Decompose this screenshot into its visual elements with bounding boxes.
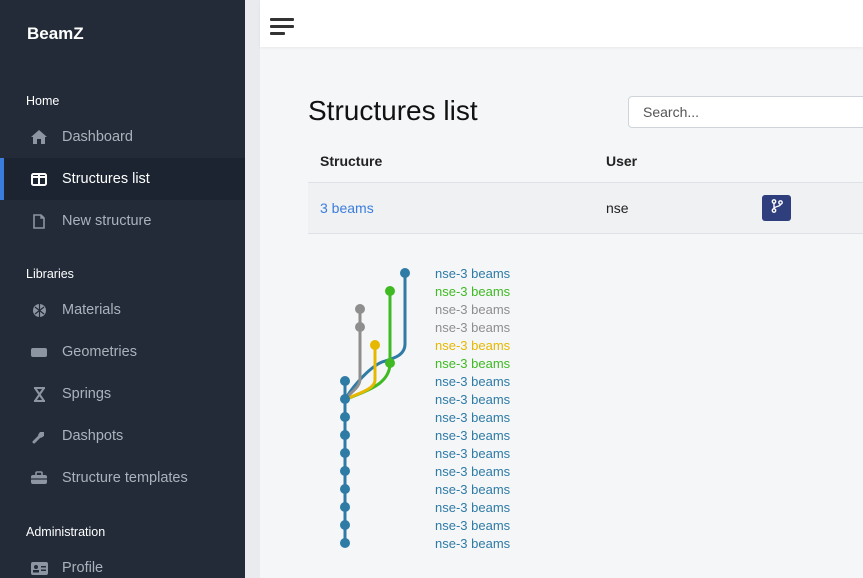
commit-dot[interactable]: [340, 502, 350, 512]
commit-label[interactable]: nse-3 beams: [435, 338, 511, 353]
sidebar: BeamZ Home Dashboard Structures list New…: [0, 0, 245, 578]
commit-label[interactable]: nse-3 beams: [435, 446, 511, 461]
sidebar-item-label: Profile: [62, 560, 104, 576]
commit-label[interactable]: nse-3 beams: [435, 320, 511, 335]
search-input[interactable]: [628, 96, 863, 128]
commit-label[interactable]: nse-3 beams: [435, 518, 511, 533]
sidebar-item-springs[interactable]: Springs: [0, 373, 245, 415]
column-header-user: User: [606, 153, 638, 169]
section-label-administration: Administration: [26, 525, 106, 539]
shape-icon: [28, 343, 50, 361]
commit-dot[interactable]: [385, 358, 395, 368]
user-cell: nse: [606, 200, 629, 216]
commit-dots: [340, 268, 410, 548]
atom-icon: [28, 301, 50, 319]
page-title: Structures list: [308, 95, 478, 126]
toolbox-icon: [28, 469, 50, 487]
sidebar-item-materials[interactable]: Materials: [0, 289, 245, 331]
wrench-icon: [28, 427, 50, 445]
sidebar-item-dashpots[interactable]: Dashpots: [0, 415, 245, 457]
commit-label[interactable]: nse-3 beams: [435, 482, 511, 497]
commit-label[interactable]: nse-3 beams: [435, 356, 511, 371]
table-divider: [308, 233, 863, 234]
structure-link[interactable]: 3 beams: [320, 200, 374, 216]
commit-dot[interactable]: [385, 286, 395, 296]
sidebar-gutter: [245, 0, 260, 578]
sidebar-item-label: Dashpots: [62, 428, 124, 444]
commit-dot[interactable]: [340, 430, 350, 440]
home-icon: [28, 128, 50, 146]
commit-label[interactable]: nse-3 beams: [435, 464, 511, 479]
table-divider: [308, 182, 863, 183]
commit-label[interactable]: nse-3 beams: [435, 284, 511, 299]
commit-dot[interactable]: [340, 376, 350, 386]
section-label-home: Home: [26, 94, 60, 108]
column-header-structure: Structure: [320, 153, 383, 169]
commit-label[interactable]: nse-3 beams: [435, 536, 511, 551]
sidebar-item-dashboard[interactable]: Dashboard: [0, 116, 245, 158]
hamburger-menu-icon[interactable]: [270, 18, 294, 36]
sidebar-item-label: Materials: [62, 302, 121, 318]
commit-label[interactable]: nse-3 beams: [435, 500, 511, 515]
commit-dot[interactable]: [340, 394, 350, 404]
commit-dot[interactable]: [340, 448, 350, 458]
sidebar-item-profile[interactable]: Profile: [0, 547, 245, 578]
sidebar-item-geometries[interactable]: Geometries: [0, 331, 245, 373]
commit-label[interactable]: nse-3 beams: [435, 428, 511, 443]
commit-dot[interactable]: [340, 484, 350, 494]
branch-history-button[interactable]: [762, 195, 791, 221]
commit-label[interactable]: nse-3 beams: [435, 392, 511, 407]
sidebar-item-label: New structure: [62, 213, 152, 229]
commit-label[interactable]: nse-3 beams: [435, 302, 511, 317]
commit-dot[interactable]: [340, 538, 350, 548]
commit-graph: [340, 268, 410, 548]
sidebar-item-label: Structures list: [62, 171, 150, 187]
sidebar-item-structure-templates[interactable]: Structure templates: [0, 457, 245, 499]
file-icon: [28, 212, 50, 230]
commit-dot[interactable]: [340, 466, 350, 476]
sidebar-item-label: Structure templates: [62, 470, 188, 486]
sidebar-item-label: Springs: [62, 386, 112, 402]
sidebar-item-new-structure[interactable]: New structure: [0, 200, 245, 242]
commit-label[interactable]: nse-3 beams: [435, 266, 511, 281]
id-card-icon: [28, 559, 50, 577]
columns-icon: [28, 170, 50, 188]
sidebar-item-structures-list[interactable]: Structures list: [0, 158, 245, 200]
hourglass-icon: [28, 385, 50, 403]
sidebar-item-label: Dashboard: [62, 129, 133, 145]
topbar: [260, 0, 863, 47]
commit-dot[interactable]: [370, 340, 380, 350]
commit-label[interactable]: nse-3 beams: [435, 410, 511, 425]
branch-lines: [343, 273, 407, 544]
section-label-libraries: Libraries: [26, 267, 74, 281]
commit-dot[interactable]: [355, 304, 365, 314]
commit-label[interactable]: nse-3 beams: [435, 374, 511, 389]
commit-dot[interactable]: [400, 268, 410, 278]
code-branch-icon: [771, 198, 783, 218]
commit-dot[interactable]: [355, 322, 365, 332]
commit-dot[interactable]: [340, 412, 350, 422]
sidebar-item-label: Geometries: [62, 344, 137, 360]
brand-logo[interactable]: BeamZ: [27, 24, 84, 43]
commit-dot[interactable]: [340, 520, 350, 530]
